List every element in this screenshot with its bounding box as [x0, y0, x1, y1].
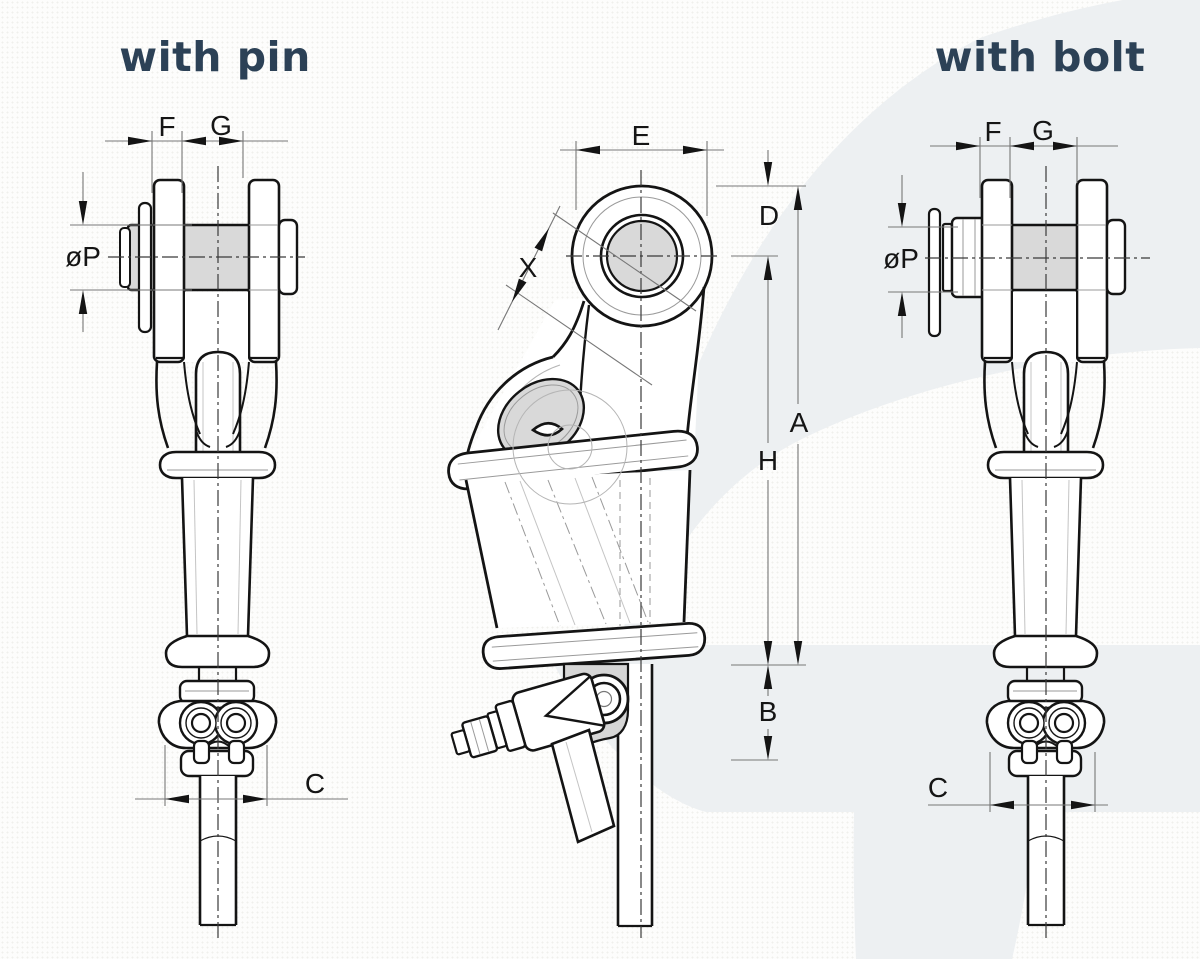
dim-label-c-bolt: C: [927, 772, 949, 803]
dim-label-c-pin: C: [304, 768, 326, 799]
dim-label-f-bolt: F: [984, 116, 1002, 147]
dim-label-b: B: [758, 696, 778, 727]
dim-label-e: E: [631, 120, 651, 151]
dim-label-x: X: [518, 252, 538, 283]
dim-label-g-bolt: G: [1032, 115, 1054, 146]
dim-label-f-pin: F: [158, 111, 176, 142]
dim-label-diameter-bolt: øP: [883, 243, 919, 274]
figure-with-bolt: [888, 137, 1150, 940]
dim-label-h: H: [757, 445, 779, 476]
title-with-pin: with pin: [119, 33, 311, 81]
figure-side-view: [447, 141, 806, 938]
dim-label-a: A: [789, 407, 809, 438]
dim-label-diameter-pin: øP: [65, 241, 101, 272]
title-with-bolt: with bolt: [934, 33, 1146, 81]
dim-label-d: D: [758, 200, 780, 231]
figure-with-pin: [70, 131, 348, 940]
dim-label-g-pin: G: [210, 110, 232, 141]
